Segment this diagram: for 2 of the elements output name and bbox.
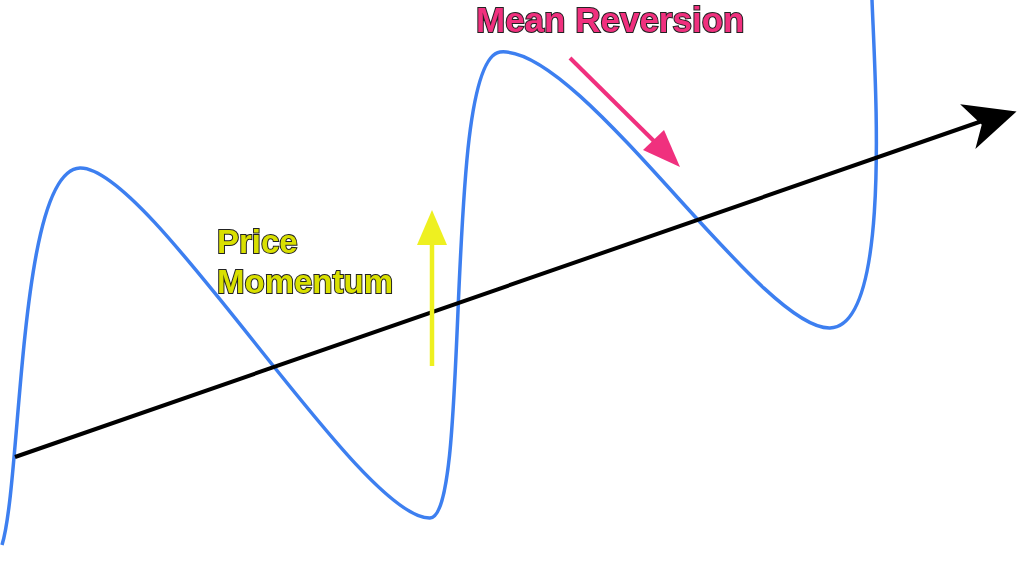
annotation-label: Price Momentum bbox=[217, 222, 394, 302]
annotation-label: Mean Reversion bbox=[476, 0, 745, 40]
